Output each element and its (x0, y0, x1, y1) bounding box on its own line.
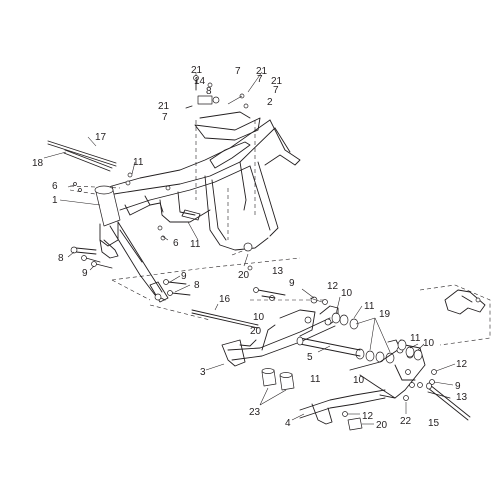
callout-1: 1 (52, 195, 58, 206)
callout-12-a: 12 (327, 281, 339, 292)
callout-21-a: 21 (191, 65, 203, 76)
callout-7-a: 7 (235, 66, 241, 77)
callout-21-c: 21 (271, 76, 283, 87)
callout-10-b: 10 (253, 312, 265, 323)
callout-8-top: 8 (206, 86, 212, 97)
bottom-bushings (342, 395, 409, 431)
callout-11-b: 11 (190, 239, 201, 250)
front-bolts (70, 246, 113, 269)
bolts-13-9 (253, 287, 286, 301)
detail-bracket (444, 289, 486, 315)
upper-fasteners (73, 75, 249, 241)
callout-15: 15 (428, 418, 440, 429)
callout-21-b: 21 (256, 66, 268, 77)
callout-20-a: 20 (238, 270, 250, 281)
callout-17: 17 (95, 132, 107, 143)
lower-member-4 (299, 339, 426, 425)
callout-11-a: 11 (133, 157, 144, 168)
callout-5: 5 (307, 352, 313, 363)
callout-23: 23 (249, 407, 261, 418)
spacers-23 (261, 368, 295, 391)
callout-21-d: 21 (158, 101, 170, 112)
bushings-right (397, 339, 423, 361)
callout-7-b: 7 (257, 74, 263, 85)
callout-12-c: 12 (362, 411, 374, 422)
callout-13-b: 13 (456, 392, 468, 403)
callout-19: 19 (379, 309, 391, 320)
callout-10-a: 10 (341, 288, 353, 299)
callout-11-c: 11 (364, 301, 375, 312)
callout-14: 14 (194, 76, 206, 87)
lower-cradle-3 (221, 305, 339, 367)
long-bolt-17 (47, 140, 117, 172)
right-bolts (409, 369, 451, 399)
callout-6-b: 6 (173, 238, 179, 249)
callout-11-d: 11 (310, 374, 321, 385)
bushings-mid (310, 296, 395, 364)
rod-16 (191, 309, 259, 329)
callout-13-a: 13 (272, 266, 284, 277)
callout-9-right: 9 (455, 381, 461, 392)
callout-3: 3 (200, 367, 206, 378)
callout-2: 2 (267, 97, 273, 108)
leader-lines (43, 71, 456, 425)
callout-8-mid: 8 (194, 280, 200, 291)
callout-labels: 21 7 14 21 7 8 21 7 21 2 7 17 18 11 6 1 … (32, 65, 468, 431)
callout-9-b: 9 (181, 271, 187, 282)
callout-8-left: 8 (58, 253, 64, 264)
callout-20-c: 20 (376, 420, 388, 431)
callout-10-d: 10 (423, 338, 435, 349)
callout-10-c: 10 (353, 375, 365, 386)
callout-20-b: 20 (250, 326, 262, 337)
assembly-guide-lines (69, 120, 491, 346)
callout-4: 4 (285, 418, 291, 429)
callout-6-a: 6 (52, 181, 58, 192)
callout-9-left: 9 (82, 268, 88, 279)
mid-bolts (163, 265, 253, 296)
callout-16: 16 (219, 294, 231, 305)
main-frame (94, 111, 301, 303)
long-bolt-15 (426, 382, 471, 421)
callout-11-e: 11 (410, 333, 421, 344)
callout-18: 18 (32, 158, 44, 169)
callout-7-c: 7 (273, 85, 279, 96)
crossbar-5 (296, 336, 361, 357)
callout-12-b: 12 (456, 359, 468, 370)
callout-22: 22 (400, 416, 412, 427)
callout-9-a: 9 (289, 278, 295, 289)
callout-7-d: 7 (162, 112, 168, 123)
